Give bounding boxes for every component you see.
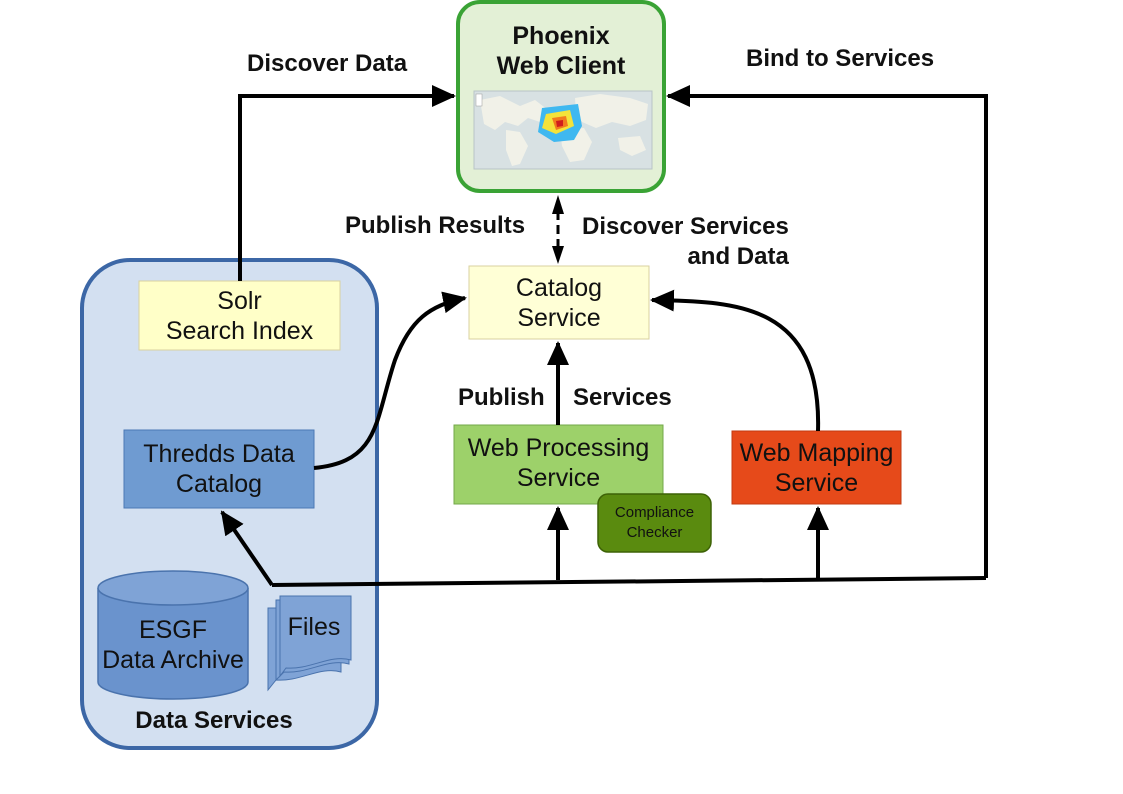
esgf-label: ESGF Data Archive: [98, 615, 248, 675]
edge-bottom-bus: [271, 576, 987, 587]
esgf-line1: ESGF: [138, 616, 208, 644]
wms-box[interactable]: [731, 430, 902, 505]
edge-wms-to-catalog: [650, 289, 821, 432]
wms-line2: Service: [774, 468, 859, 497]
thredds-box[interactable]: [123, 429, 315, 509]
map-thumbnail-image: [473, 90, 653, 170]
wps-label: Web Processing Service: [454, 425, 663, 492]
phoenix-title-line2: Web Client: [496, 52, 626, 80]
connectors: [220, 85, 988, 587]
catalog-service-label: Catalog Service: [469, 266, 649, 339]
data-services-title: Data Services: [135, 707, 293, 734]
label-discover-services: Discover Services and Data: [582, 212, 789, 272]
files-label: Files: [287, 613, 341, 641]
wms-label: Web Mapping Service: [732, 431, 901, 504]
esgf-cylinder: [97, 570, 249, 700]
wps-line2: Service: [516, 464, 601, 492]
arrowhead-up-to-phoenix: [552, 195, 564, 214]
edge-bus-to-thredds: [220, 510, 274, 587]
esgf-line2: Data Archive: [102, 646, 244, 674]
solr-line1: Solr: [217, 286, 262, 315]
thredds-label: Thredds Data Catalog: [124, 430, 314, 508]
compliance-line1: Compliance: [614, 504, 695, 521]
solr-line2: Search Index: [165, 316, 314, 345]
phoenix-title-line1: Phoenix: [512, 22, 610, 50]
files-document-icon: [267, 595, 352, 692]
catalog-service-box[interactable]: [468, 265, 650, 340]
wms-line1: Web Mapping: [739, 438, 894, 467]
label-discover-services-line2: and Data: [687, 243, 789, 270]
label-services: Services: [573, 384, 672, 411]
edge-bind-to-services: [666, 85, 988, 578]
wps-box[interactable]: [453, 424, 664, 505]
solr-label: Solr Search Index: [139, 281, 340, 350]
compliance-label: Compliance Checker: [598, 494, 711, 552]
catalog-line1: Catalog: [515, 273, 603, 302]
solr-box[interactable]: [138, 280, 341, 351]
label-publish-results: Publish Results: [345, 212, 526, 239]
thredds-line2: Catalog: [175, 470, 263, 498]
catalog-line2: Service: [517, 303, 601, 332]
thredds-line1: Thredds Data: [143, 440, 295, 468]
label-publish: Publish: [458, 384, 545, 411]
label-bind-to-services: Bind to Services: [746, 45, 935, 72]
label-discover-data: Discover Data: [247, 50, 408, 77]
phoenix-title: Phoenix Web Client: [458, 21, 664, 81]
edge-thredds-to-catalog: [313, 291, 467, 470]
label-discover-services-line1: Discover Services: [582, 213, 789, 240]
arrowhead-down-to-catalog: [552, 246, 564, 264]
edge-discover-data: [238, 85, 456, 281]
compliance-line2: Checker: [626, 524, 683, 541]
wps-line1: Web Processing: [467, 434, 650, 462]
compliance-box[interactable]: [597, 493, 712, 553]
